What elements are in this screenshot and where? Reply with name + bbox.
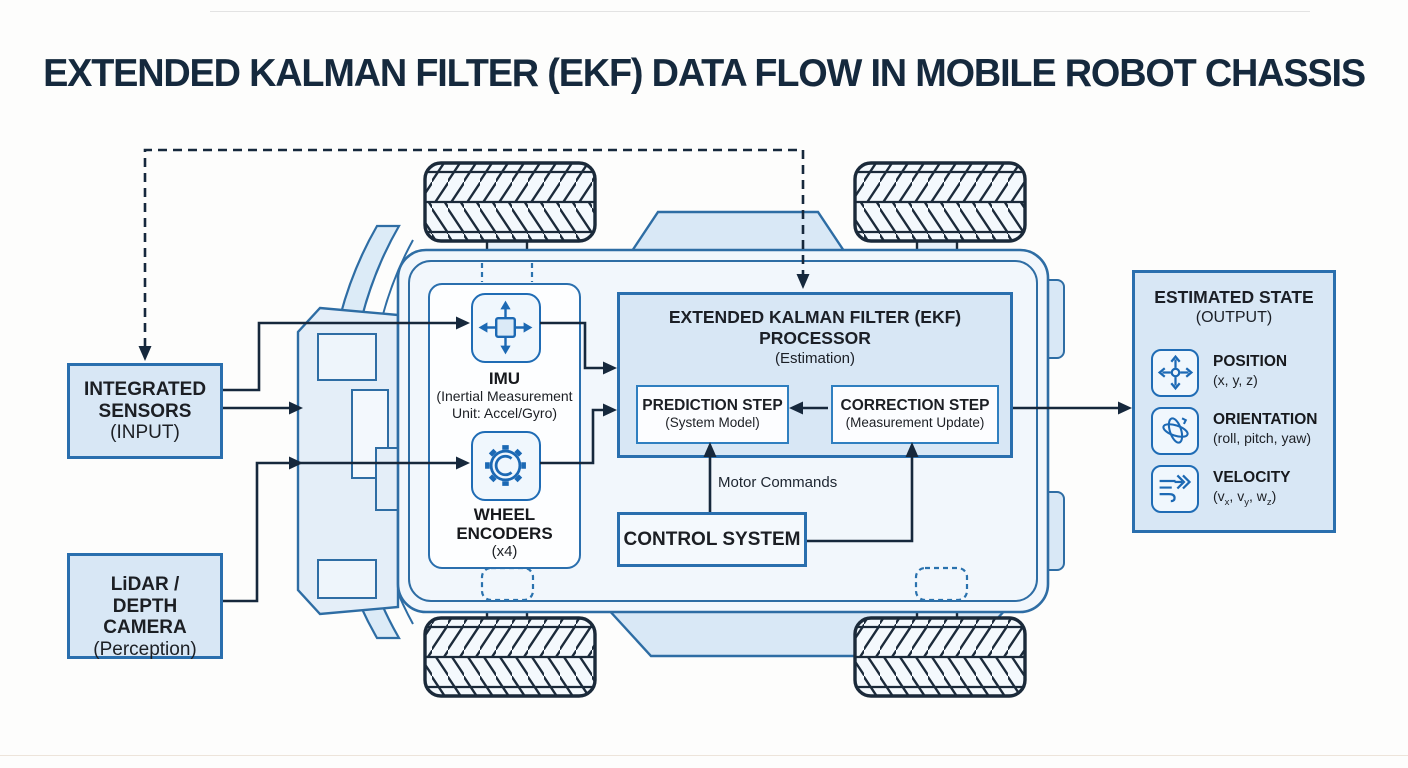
- imu-desc-line: Unit: Accel/Gyro): [451, 405, 558, 421]
- velocity-value: (vx, vy, wz): [1213, 488, 1277, 508]
- imu-name: IMU: [488, 369, 521, 388]
- sensor-module-box: IMU (Inertial Measurement Unit: Accel/Gy…: [428, 283, 581, 569]
- wheel-icon: [423, 161, 597, 243]
- wheel-icon: [423, 616, 597, 698]
- output-row-orientation: ORIENTATION (roll, pitch, yaw): [1135, 407, 1333, 457]
- ekf-subtitle: (Estimation): [774, 350, 856, 367]
- motor-commands-label: Motor Commands: [718, 474, 838, 491]
- prediction-sub: (System Model): [665, 415, 760, 430]
- lidar-label-line: (Perception): [93, 638, 197, 660]
- top-edge-artifact: [210, 11, 1310, 12]
- page-title: EXTENDED KALMAN FILTER (EKF) DATA FLOW I…: [43, 52, 1366, 95]
- output-title: ESTIMATED STATE: [1154, 287, 1314, 307]
- sensor-module-graphic: [296, 306, 403, 616]
- control-system-label: CONTROL SYSTEM: [623, 529, 801, 550]
- axes-arrows-icon: [471, 293, 541, 363]
- correction-step-box: CORRECTION STEP (Measurement Update): [831, 385, 999, 444]
- encoders-label-line: (x4): [491, 543, 518, 560]
- sensors-label-line: INTEGRATED: [83, 379, 207, 400]
- position-label: POSITION: [1213, 353, 1288, 370]
- position-value: (x, y, z): [1213, 372, 1258, 388]
- move-arrows-icon: [1151, 349, 1199, 397]
- lidar-label-line: DEPTH CAMERA: [103, 595, 187, 639]
- connector-control-to-correction: [807, 457, 914, 543]
- connector-sensors-to-imu: [223, 321, 456, 392]
- gyroscope-icon: [1151, 407, 1199, 455]
- wheel-icon: [853, 161, 1027, 243]
- orientation-value: (roll, pitch, yaw): [1213, 430, 1312, 446]
- encoders-label-line: ENCODERS: [456, 524, 553, 543]
- correction-sub: (Measurement Update): [845, 415, 985, 430]
- gear-encoder-icon: [471, 431, 541, 501]
- output-subtitle: (OUTPUT): [1195, 309, 1273, 326]
- output-row-velocity: VELOCITY (vx, vy, wz): [1135, 465, 1333, 515]
- bottom-edge-artifact: [0, 755, 1408, 756]
- chassis-top-hump: [627, 210, 849, 256]
- output-row-position: POSITION (x, y, z): [1135, 349, 1333, 399]
- encoders-label-line: WHEEL: [473, 505, 536, 524]
- sensors-label-line: (INPUT): [110, 422, 180, 443]
- ekf-title-line: PROCESSOR: [759, 328, 871, 348]
- sensors-label-line: SENSORS: [98, 400, 192, 422]
- correction-name: CORRECTION STEP: [840, 397, 990, 414]
- control-system-box: CONTROL SYSTEM: [617, 512, 807, 567]
- wheel-icon: [853, 616, 1027, 698]
- ekf-processor-box: EXTENDED KALMAN FILTER (EKF) PROCESSOR (…: [617, 292, 1013, 458]
- orientation-label: ORIENTATION: [1213, 411, 1318, 428]
- chassis-bottom-bay: [604, 606, 1010, 658]
- front-bumper-graphic: [324, 224, 414, 640]
- connector-lidar-to-encoders: [223, 461, 456, 603]
- lidar-label-line: LiDAR /: [110, 574, 180, 595]
- integrated-sensors-box: INTEGRATED SENSORS (INPUT): [67, 363, 223, 459]
- lidar-depth-camera-box: LiDAR / DEPTH CAMERA (Perception): [67, 553, 223, 660]
- chassis-tab: [1039, 279, 1065, 359]
- ekf-title-line: EXTENDED KALMAN FILTER (EKF): [668, 307, 962, 327]
- prediction-name: PREDICTION STEP: [642, 397, 783, 414]
- estimated-state-box: ESTIMATED STATE (OUTPUT) POSITION (x, y,…: [1132, 270, 1336, 533]
- imu-desc-line: (Inertial Measurement: [436, 388, 573, 404]
- chassis-tab: [1039, 491, 1065, 571]
- prediction-step-box: PREDICTION STEP (System Model): [636, 385, 789, 444]
- velocity-label: VELOCITY: [1213, 469, 1291, 486]
- wind-velocity-icon: [1151, 465, 1199, 513]
